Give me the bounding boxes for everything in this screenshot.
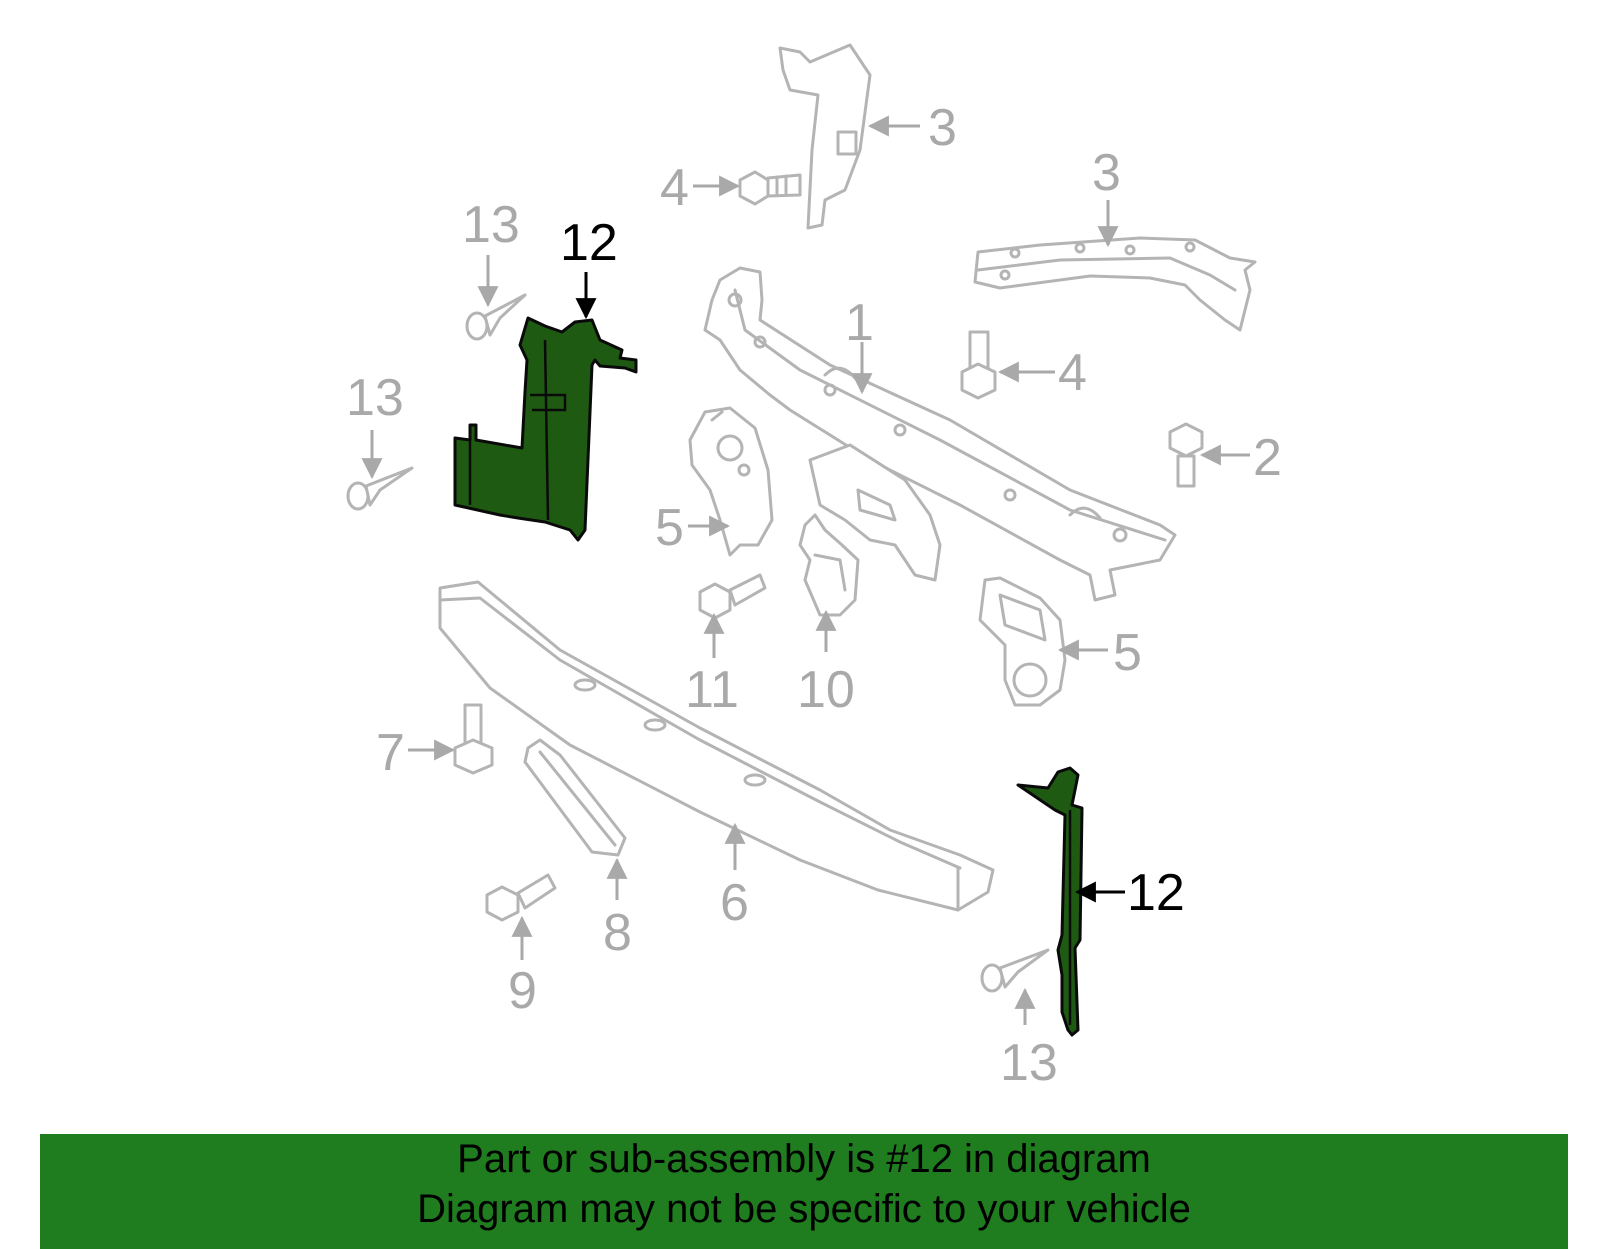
callout-8: 8 <box>603 904 632 962</box>
callout-13-c: 13 <box>1000 1034 1058 1092</box>
callout-12-left: 12 <box>560 214 618 272</box>
callout-3-rail: 3 <box>1092 144 1121 202</box>
callout-10: 10 <box>797 661 855 719</box>
lower-beam-part-6 <box>438 580 995 912</box>
bolt-part-2 <box>1168 422 1204 488</box>
callout-6: 6 <box>720 874 749 932</box>
callout-7: 7 <box>376 724 405 782</box>
callout-12-right: 12 <box>1127 864 1185 922</box>
callout-4-lower: 4 <box>1058 344 1087 402</box>
rail-part-3-horizontal <box>973 236 1257 332</box>
callout-5-left: 5 <box>655 499 684 557</box>
strip-part-8 <box>523 738 627 857</box>
callout-13-b: 13 <box>346 369 404 427</box>
brace-part-5-left <box>688 406 774 557</box>
bolt-part-9 <box>485 873 557 922</box>
banner-line-1: Part or sub-assembly is #12 in diagram <box>457 1137 1151 1181</box>
parts-diagram: 1 2 3 3 4 4 5 5 6 7 8 9 10 11 12 12 13 1… <box>346 43 1282 1092</box>
clip-part-13-a <box>465 293 527 341</box>
clip-part-13-c <box>980 948 1050 993</box>
callout-13-a: 13 <box>462 196 520 254</box>
bracket-part-10 <box>798 513 860 617</box>
callout-9: 9 <box>508 962 537 1020</box>
highlighted-part-12-left <box>453 316 638 542</box>
cross-member-part-1 <box>703 266 1177 602</box>
bolt-part-4-upper <box>738 170 802 206</box>
highlighted-part-12-right <box>1016 766 1084 1037</box>
bolt-part-4-lower <box>960 330 997 400</box>
clip-part-13-b <box>346 466 414 511</box>
bolt-part-7 <box>453 703 494 775</box>
bracket-part-3-vertical <box>778 43 872 230</box>
brace-part-5-right <box>978 576 1067 707</box>
callout-3-upper: 3 <box>928 99 957 157</box>
bolt-part-11 <box>698 573 767 620</box>
callout-5-right: 5 <box>1113 624 1142 682</box>
banner-line-2: Diagram may not be specific to your vehi… <box>417 1187 1191 1231</box>
callout-4-upper: 4 <box>660 159 689 217</box>
callout-2: 2 <box>1253 429 1282 487</box>
callout-11: 11 <box>685 661 739 719</box>
info-banner: Part or sub-assembly is #12 in diagram D… <box>40 1134 1568 1249</box>
callout-1: 1 <box>845 294 874 352</box>
